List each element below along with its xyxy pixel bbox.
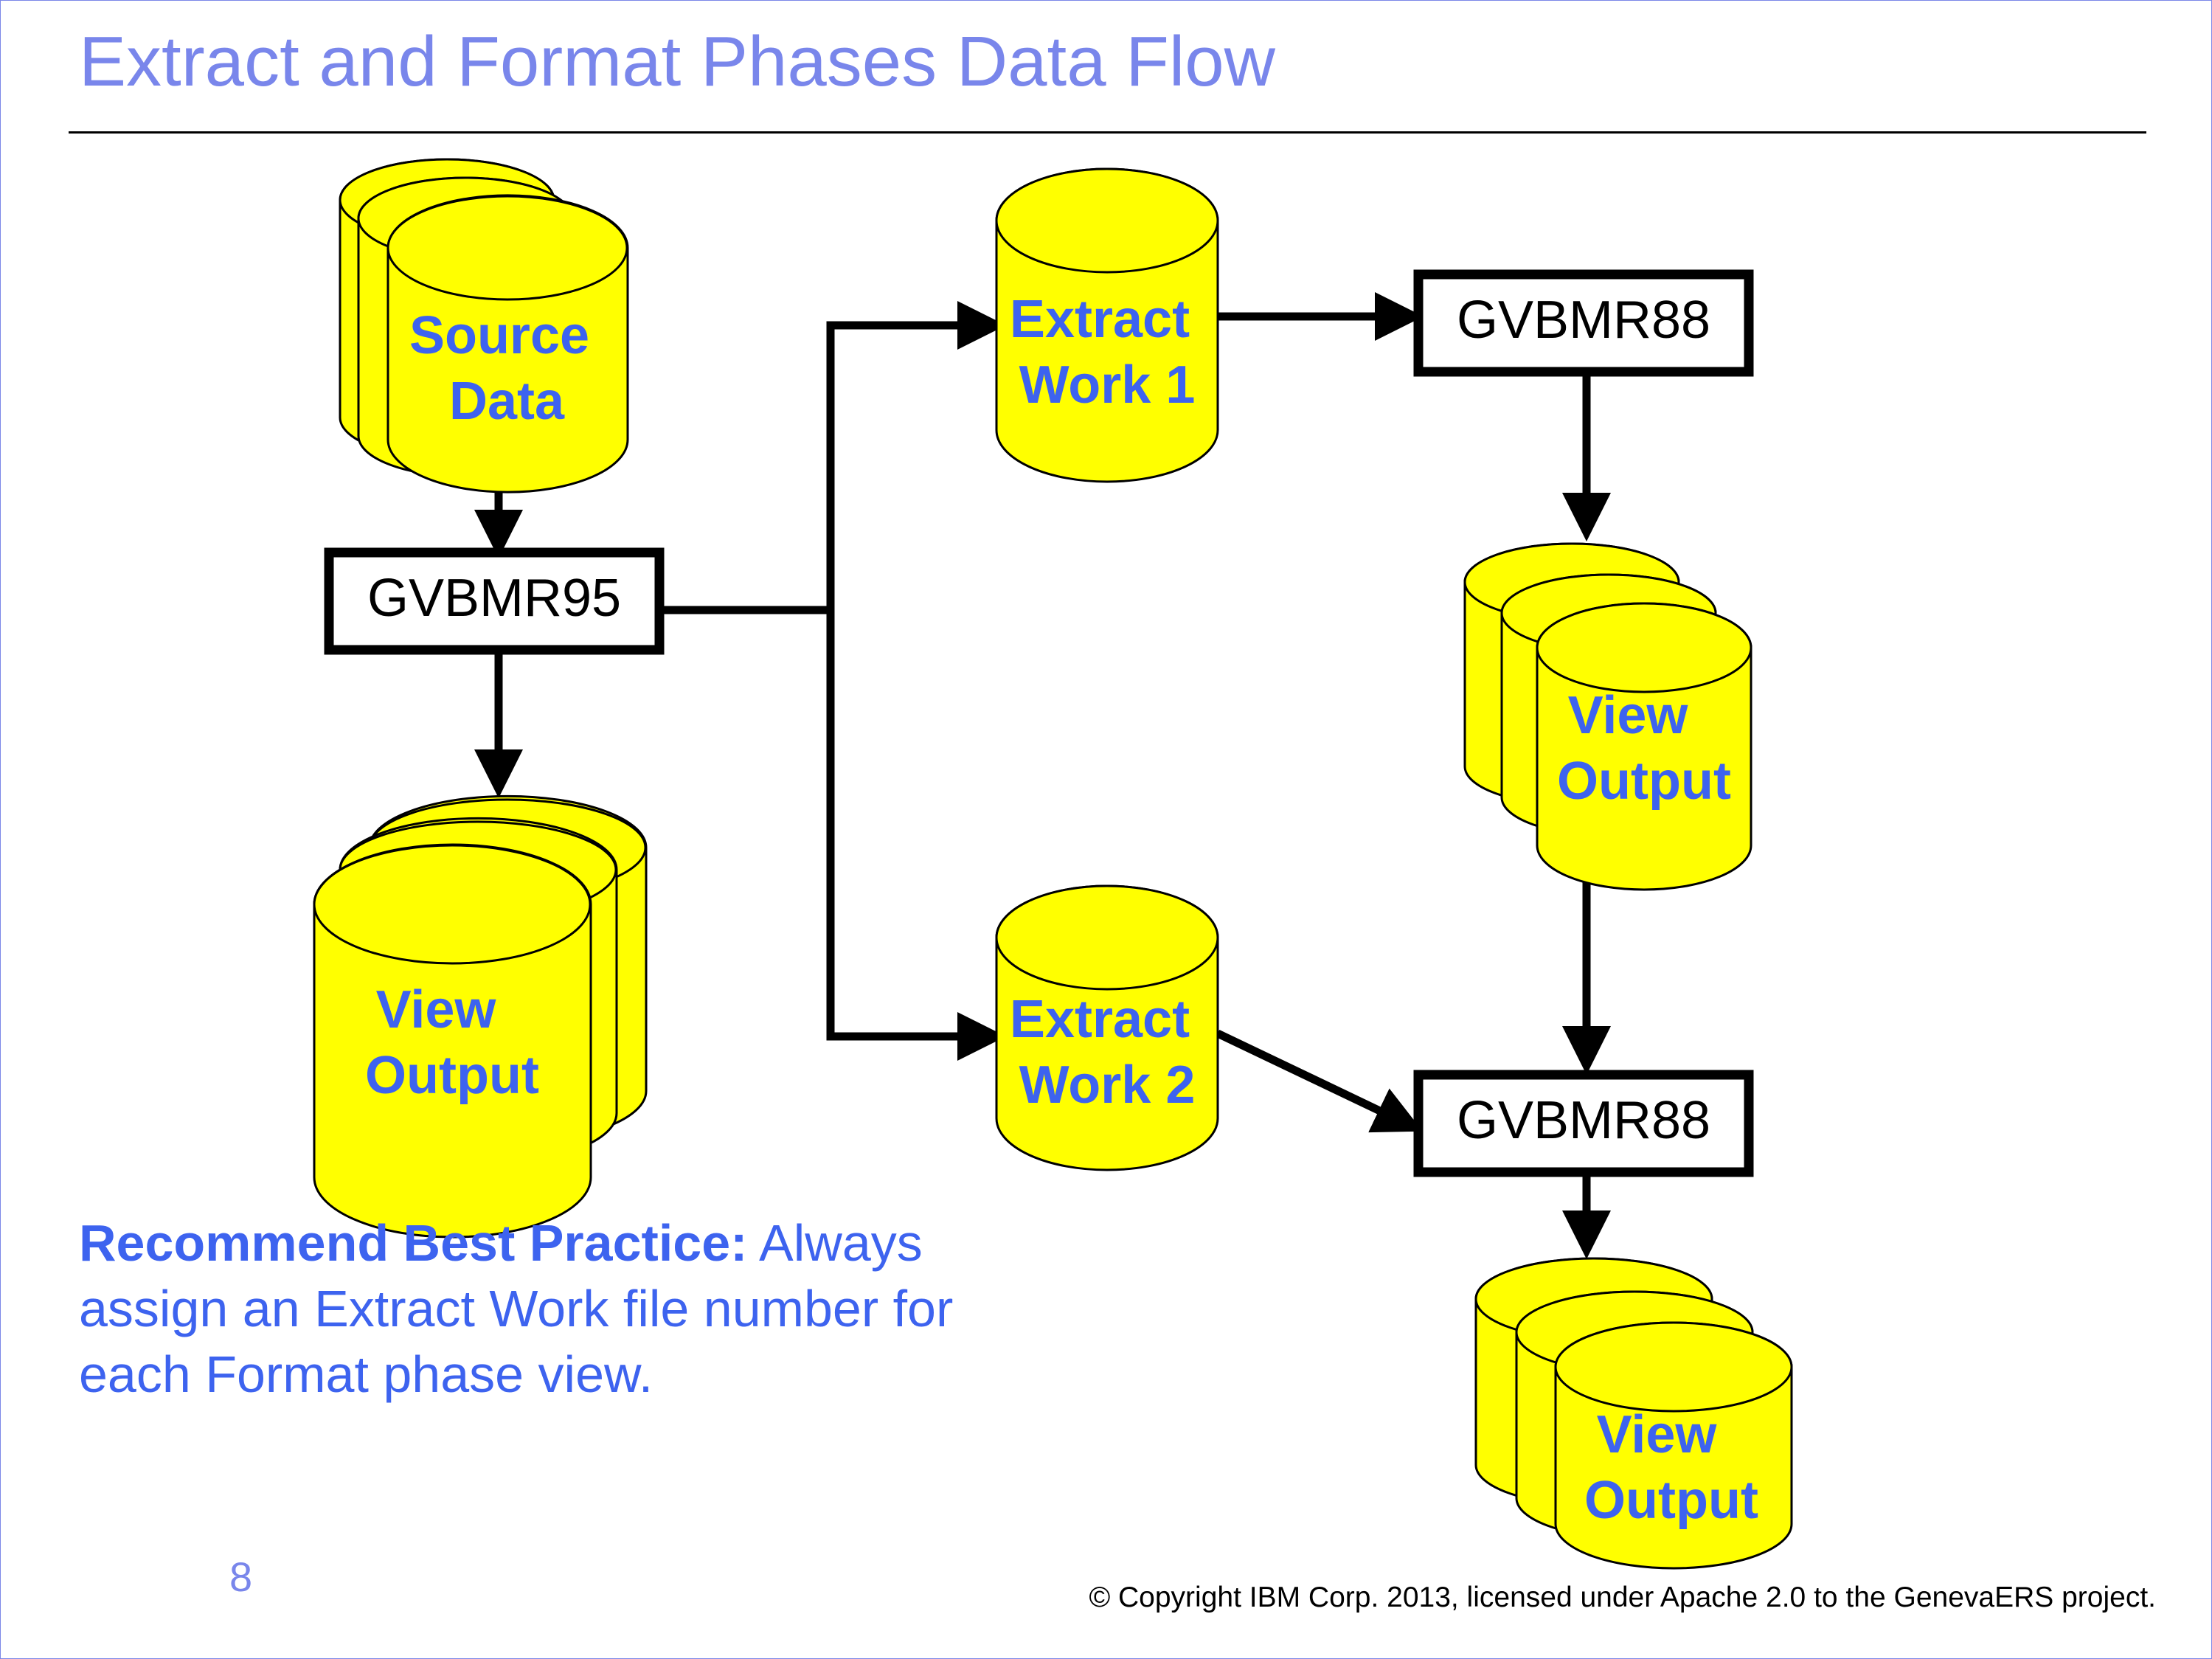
source-data-label-line1: Source (409, 306, 589, 365)
gvbmr88-top-label: GVBMR88 (1457, 291, 1710, 350)
view-output-right-top-datastore: View Output (1463, 542, 1752, 891)
svg-text:Extract Work 1: Extract Work 1 (1010, 290, 1204, 415)
source-data-label-line2: Data (449, 372, 565, 431)
gvbmr88-bottom-program-box: GVBMR88 (1413, 1070, 1754, 1177)
view-output-right-top-label-line2: Output (1557, 752, 1731, 811)
gvbmr88-top-program-box: GVBMR88 (1413, 269, 1754, 377)
extract-work-1-label-line2: Work 1 (1019, 356, 1196, 415)
copyright-notice: © Copyright IBM Corp. 2013, licensed und… (1089, 1582, 2156, 1613)
gvbmr88-bottom-label: GVBMR88 (1457, 1091, 1710, 1150)
connectors (474, 292, 1611, 1259)
view-output-left-datastore: View Output (313, 794, 648, 1239)
view-output-left-label-line2: Output (365, 1046, 539, 1105)
svg-text:Source Data: Source Data (409, 306, 604, 431)
best-practice-lead: Recommend Best Practice: (79, 1214, 748, 1272)
extract-work-2-datastore: Extract Work 2 (995, 884, 1219, 1171)
view-output-right-bottom-datastore: View Output (1474, 1257, 1793, 1570)
view-output-right-bottom-label-line1: View (1597, 1405, 1718, 1464)
view-output-right-bottom-label-line2: Output (1584, 1471, 1758, 1530)
slide-title: Extract and Format Phases Data Flow (79, 22, 1275, 101)
view-output-left-label-line1: View (376, 980, 497, 1039)
gvbmr95-to-extract-work-1-arrow (662, 301, 1006, 614)
source-data-datastore: Source Data (339, 158, 629, 493)
extract-work-1-datastore: Extract Work 1 (995, 167, 1219, 483)
extract-work-2-label-line1: Extract (1010, 990, 1190, 1049)
svg-text:View Output: View Output (1557, 686, 1731, 811)
extract-work-1-label-line1: Extract (1010, 290, 1190, 349)
gvbmr95-to-extract-work-2-arrow (826, 610, 1006, 1061)
svg-text:Extract Work 2: Extract Work 2 (1010, 990, 1204, 1115)
svg-text:View Output: View Output (365, 980, 539, 1105)
best-practice-note: Recommend Best Practice: Always assign a… (79, 1211, 1053, 1407)
page-number: 8 (229, 1554, 253, 1600)
best-practice-text: Always assign an Extract Work file numbe… (79, 1214, 954, 1403)
gvbmr95-label: GVBMR95 (367, 569, 621, 628)
gvbmr95-program-box: GVBMR95 (324, 547, 665, 655)
svg-text:View Output: View Output (1584, 1405, 1758, 1530)
extract-work-2-to-gvbmr88-arrow (1216, 1030, 1423, 1133)
view-output-right-top-label-line1: View (1568, 686, 1689, 745)
title-divider (69, 131, 2146, 134)
extract-work-2-label-line2: Work 2 (1019, 1056, 1196, 1115)
